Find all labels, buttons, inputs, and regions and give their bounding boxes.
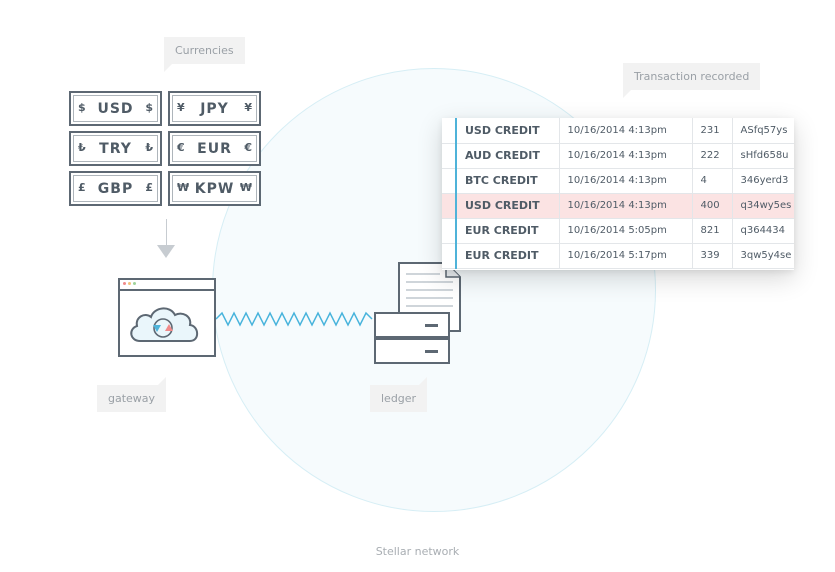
tx-date: 10/16/2014 4:13pm [559, 118, 693, 144]
currency-code: JPY [200, 101, 229, 117]
server-slot [425, 324, 438, 327]
window-dot-red [123, 282, 126, 285]
row-margin [442, 118, 457, 144]
transaction-table-panel: USD CREDIT 10/16/2014 4:13pm 231 ASfq57y… [442, 118, 794, 270]
table-row: USD CREDIT 10/16/2014 4:13pm 231 ASfq57y… [442, 118, 794, 144]
tx-id: ASfq57ys [732, 118, 794, 144]
tx-id: q34wy5es [732, 193, 794, 219]
currency-symbol-right: $ [145, 101, 153, 114]
gateway-window [118, 278, 216, 357]
tx-id: q364434 [732, 218, 794, 244]
currency-tile-gbp: £ GBP £ [69, 171, 162, 206]
table-row: BTC CREDIT 10/16/2014 4:13pm 4 346yerd3 [442, 168, 794, 194]
tx-number: 400 [692, 193, 733, 219]
row-margin [442, 168, 457, 194]
transaction-recorded-label-text: Transaction recorded [634, 70, 750, 83]
server-unit-bottom [374, 338, 450, 364]
gateway-label: gateway [97, 377, 167, 412]
currency-tile-eur: € EUR € [168, 131, 261, 166]
transaction-recorded-label: Transaction recorded [623, 63, 761, 98]
currency-symbol-left: ¥ [177, 101, 185, 114]
tx-type: AUD CREDIT [456, 143, 560, 169]
server-unit-top [374, 312, 450, 338]
zigzag-connection [216, 311, 373, 327]
tx-type: EUR CREDIT [456, 218, 560, 244]
tx-date: 10/16/2014 5:05pm [559, 218, 693, 244]
tx-type: USD CREDIT [456, 118, 560, 144]
cloud-sync-icon [130, 307, 199, 342]
currency-code: GBP [97, 181, 134, 197]
tx-date: 10/16/2014 5:17pm [559, 243, 693, 269]
currency-symbol-left: ₺ [78, 141, 86, 154]
table-row: EUR CREDIT 10/16/2014 5:05pm 821 q364434 [442, 218, 794, 244]
tx-number: 4 [692, 168, 733, 194]
row-margin [442, 193, 457, 219]
network-caption: Stellar network [375, 545, 460, 558]
tx-type: BTC CREDIT [456, 168, 560, 194]
currency-symbol-left: ₩ [177, 181, 190, 194]
currency-code: TRY [99, 141, 132, 157]
row-margin [442, 143, 457, 169]
server-slot [425, 350, 438, 353]
transaction-table: USD CREDIT 10/16/2014 4:13pm 231 ASfq57y… [442, 118, 794, 269]
currency-symbol-right: € [244, 141, 252, 154]
gateway-label-text: gateway [108, 392, 156, 405]
currencies-label: Currencies [164, 37, 245, 72]
currencies-label-text: Currencies [175, 44, 234, 57]
currency-symbol-left: £ [78, 181, 86, 194]
currency-tile-kpw: ₩ KPW ₩ [168, 171, 261, 206]
tx-number: 222 [692, 143, 733, 169]
tx-number: 339 [692, 243, 733, 269]
tx-number: 231 [692, 118, 733, 144]
currency-symbol-right: ₩ [239, 181, 252, 194]
currency-code: KPW [194, 181, 235, 197]
tx-date: 10/16/2014 4:13pm [559, 193, 693, 219]
currency-symbol-left: $ [78, 101, 86, 114]
currency-tile-jpy: ¥ JPY ¥ [168, 91, 261, 126]
table-row-highlighted: USD CREDIT 10/16/2014 4:13pm 400 q34wy5e… [442, 193, 794, 219]
arrow-down-icon [166, 219, 167, 245]
row-margin [442, 243, 457, 269]
currency-symbol-left: € [177, 141, 185, 154]
ledger-label: ledger [370, 377, 428, 412]
table-row: AUD CREDIT 10/16/2014 4:13pm 222 sHfd658… [442, 143, 794, 169]
server-document-icon [374, 262, 474, 364]
tx-id: sHfd658u [732, 143, 794, 169]
window-dot-green [133, 282, 136, 285]
tx-id: 346yerd3 [732, 168, 794, 194]
currency-symbol-right: ₺ [145, 141, 153, 154]
tx-type: USD CREDIT [456, 193, 560, 219]
currency-symbol-right: £ [145, 181, 153, 194]
ledger-label-text: ledger [381, 392, 417, 405]
currency-symbol-right: ¥ [244, 101, 252, 114]
gateway-titlebar [120, 280, 214, 291]
arrow-down-head [157, 245, 175, 258]
table-row: EUR CREDIT 10/16/2014 5:17pm 339 3qw5y4s… [442, 243, 794, 269]
currency-code: EUR [197, 141, 232, 157]
window-dot-yellow [128, 282, 131, 285]
tx-date: 10/16/2014 4:13pm [559, 168, 693, 194]
row-margin [442, 218, 457, 244]
currency-tile-usd: $ USD $ [69, 91, 162, 126]
tx-number: 821 [692, 218, 733, 244]
currency-grid: $ USD $ ¥ JPY ¥ ₺ TRY ₺ € EUR € £ GBP £ … [69, 91, 262, 207]
currency-code: USD [97, 101, 134, 117]
tx-date: 10/16/2014 4:13pm [559, 143, 693, 169]
tx-id: 3qw5y4se [732, 243, 794, 269]
currency-tile-try: ₺ TRY ₺ [69, 131, 162, 166]
tx-type: EUR CREDIT [456, 243, 560, 269]
